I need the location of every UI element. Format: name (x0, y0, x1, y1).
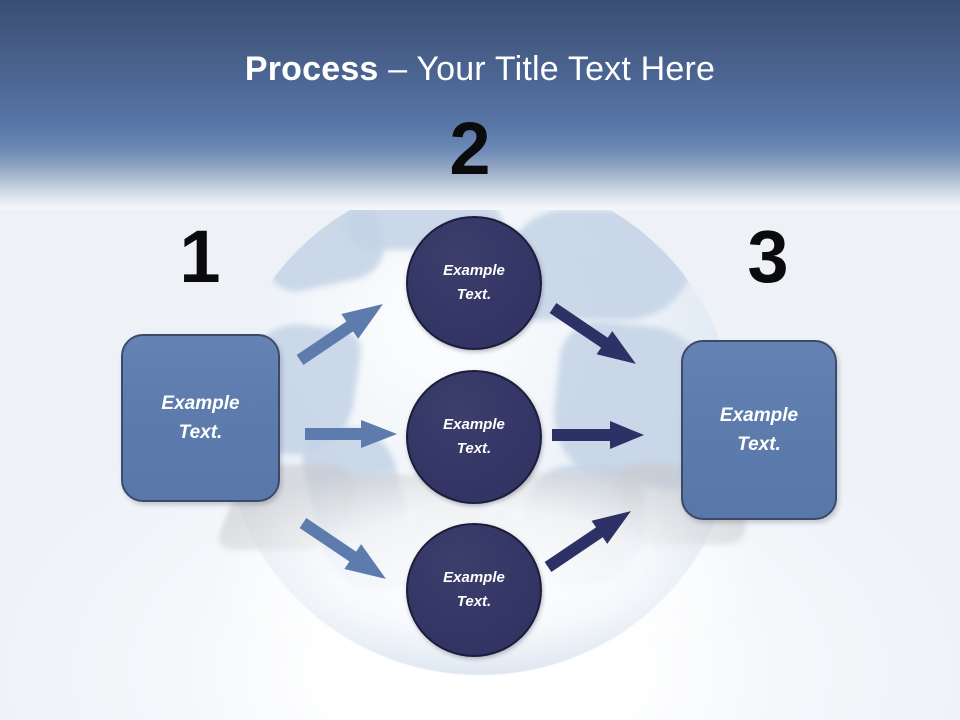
process-output-box[interactable]: Example Text. (681, 340, 837, 520)
process-circle-top-line1: Example (443, 262, 505, 279)
process-input-box-line2: Text. (178, 422, 223, 443)
process-circle-middle-line2: Text. (456, 440, 492, 457)
process-input-box-line1: Example (161, 392, 240, 414)
process-circle-bottom[interactable]: Example Text. (406, 523, 542, 657)
process-circle-bottom-line1: Example (443, 569, 505, 586)
arrow-bottom-circle-to-right-box (540, 499, 639, 578)
page-title-rest: – Your Title Text Here (378, 50, 716, 88)
step-number-1: 1 (179, 215, 221, 298)
page-title: Process – Your Title Text Here (0, 50, 960, 89)
process-circle-bottom-line2: Text. (456, 593, 492, 610)
process-output-box-line1: Example (719, 404, 799, 426)
process-input-box[interactable]: Example Text. (121, 334, 280, 502)
process-output-box-line2: Text. (737, 434, 781, 455)
process-circle-middle[interactable]: Example Text. (406, 370, 542, 504)
process-circle-top-line2: Text. (456, 286, 492, 303)
process-circle-middle-line1: Example (443, 416, 505, 433)
process-circle-top[interactable]: Example Text. (406, 216, 542, 350)
arrow-middle-circle-to-right-box (552, 421, 644, 449)
arrow-top-circle-to-right-box (545, 296, 644, 375)
page-title-strong: Process (244, 50, 379, 88)
arrow-left-to-top-circle (292, 292, 392, 373)
step-number-2: 2 (449, 107, 491, 190)
arrow-left-to-middle-circle (305, 420, 397, 448)
header-gradient (0, 0, 960, 210)
arrow-left-to-bottom-circle (295, 511, 395, 592)
step-number-3: 3 (747, 215, 789, 298)
